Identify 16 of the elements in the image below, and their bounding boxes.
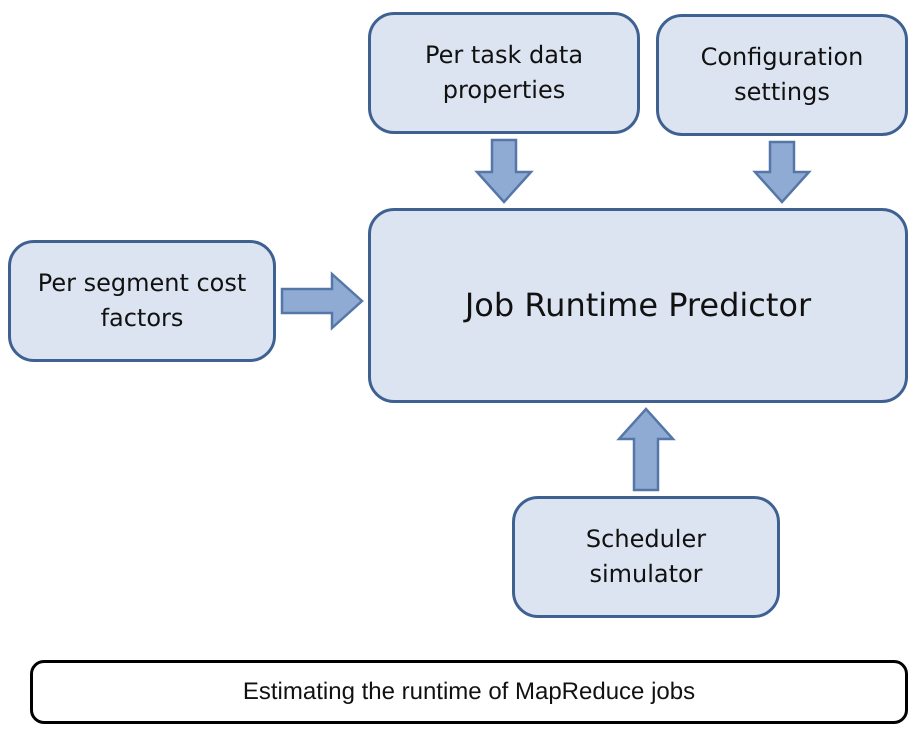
block-arrow bbox=[616, 407, 676, 492]
input-box bbox=[512, 496, 780, 618]
box-label: Configuration settings bbox=[700, 42, 864, 108]
caption-text: Estimating the runtime of MapReduce jobs bbox=[242, 676, 696, 707]
input-box bbox=[8, 240, 276, 362]
caption-box bbox=[30, 660, 908, 724]
input-box bbox=[656, 14, 908, 136]
box-label: Scheduler simulator bbox=[584, 524, 708, 590]
box-label: Job Runtime Predictor bbox=[464, 285, 812, 326]
predictor-box bbox=[368, 208, 908, 403]
box-label: Per segment cost factors bbox=[36, 268, 248, 334]
block-arrow bbox=[474, 138, 534, 204]
block-arrow bbox=[752, 140, 812, 204]
input-box bbox=[368, 12, 640, 134]
box-label: Per task data properties bbox=[424, 40, 584, 106]
block-arrow bbox=[280, 271, 364, 331]
